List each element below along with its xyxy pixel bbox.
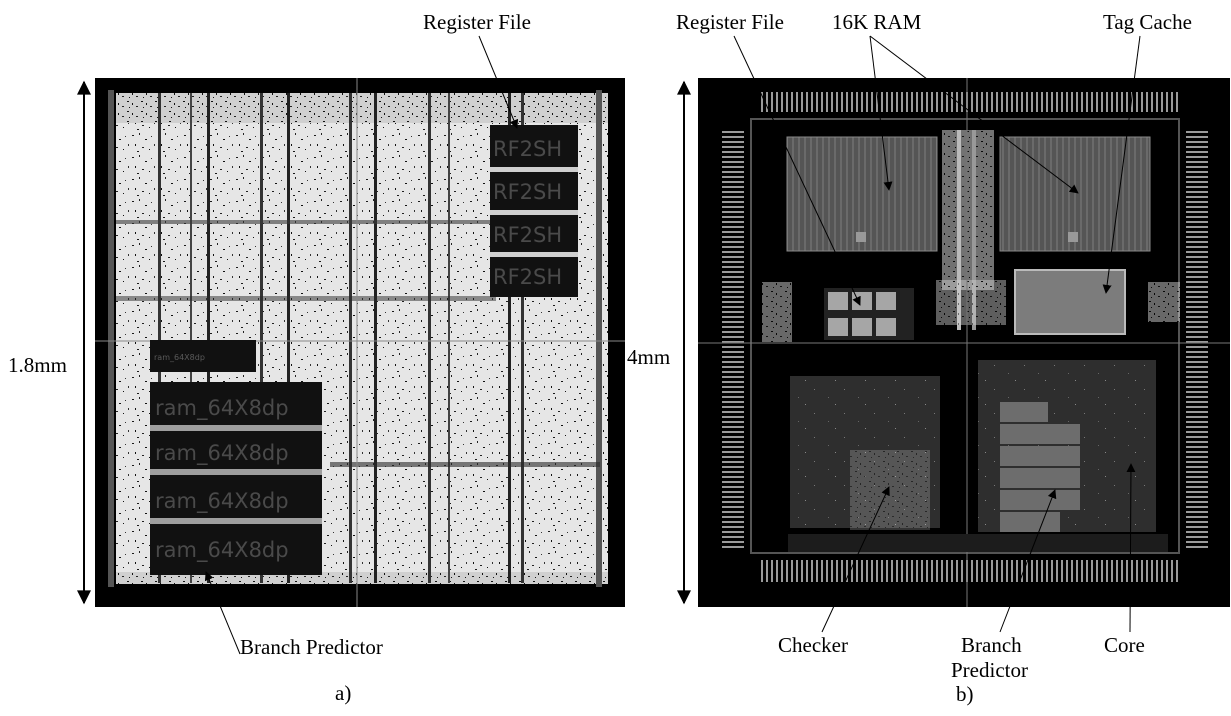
- panel-b-core-label: Core: [1104, 633, 1145, 657]
- ram-left: [786, 136, 938, 252]
- ram-block-label: ram_64X8dp: [155, 538, 289, 563]
- panel-b-branch-predictor-arrow: [999, 489, 1057, 633]
- ram-macro-stack: ram_64X8dp ram_64X8dp ram_64X8dp ram_64X…: [150, 340, 322, 575]
- panel-a-chip: RF2SH RF2SH RF2SH RF2SH ram_64X8dp ram_6…: [95, 78, 625, 607]
- panel-b-register-file-arrow: [733, 35, 861, 306]
- panel-b-checker-arrow: [821, 486, 890, 633]
- panel-a-branch-predictor-arrow: [204, 571, 241, 655]
- panel-b-branch-predictor-label-1: Branch: [961, 633, 1022, 657]
- rf-macro-stack: RF2SH RF2SH RF2SH RF2SH: [490, 125, 578, 297]
- panel-a-register-file-label: Register File: [423, 10, 531, 34]
- tag-cache-block: [1014, 269, 1126, 335]
- ram-right: [999, 136, 1151, 252]
- panel-b-chip: [698, 78, 1230, 607]
- ram-small-label: ram_64X8dp: [154, 353, 205, 362]
- panel-b-checker-label: Checker: [778, 633, 848, 657]
- panel-a-register-file-arrow: [478, 35, 519, 129]
- panel-b-ram-arrow-right: [869, 35, 1079, 194]
- panel-a-caption: a): [335, 681, 351, 705]
- ram-block-label: ram_64X8dp: [155, 396, 289, 421]
- panel-b-register-file-label: Register File: [676, 10, 784, 34]
- panel-b-core-arrow: [1126, 463, 1136, 633]
- rf-block-label: RF2SH: [493, 180, 562, 204]
- rf-block-label: RF2SH: [493, 137, 562, 161]
- panel-b-tag-cache-label: Tag Cache: [1103, 10, 1192, 34]
- register-file-block: [824, 288, 914, 340]
- panel-b-caption: b): [956, 682, 974, 706]
- ram-block-label: ram_64X8dp: [155, 441, 289, 466]
- branch-predictor-block: [1000, 402, 1080, 532]
- panel-b-ram-label: 16K RAM: [832, 10, 922, 34]
- panel-b-branch-predictor-label-2: Predictor: [951, 658, 1028, 682]
- rf-block-label: RF2SH: [493, 265, 562, 289]
- panel-b-tag-cache-arrow: [1102, 35, 1141, 294]
- panel-a-dimension-label: 1.8mm: [8, 353, 67, 377]
- panel-b-ram-arrow-left: [869, 35, 893, 191]
- rf-block-label: RF2SH: [493, 223, 562, 247]
- ram-block-label: ram_64X8dp: [155, 489, 289, 514]
- panel-b-dimension-label: 4mm: [627, 345, 670, 369]
- panel-a-branch-predictor-label: Branch Predictor: [240, 635, 383, 659]
